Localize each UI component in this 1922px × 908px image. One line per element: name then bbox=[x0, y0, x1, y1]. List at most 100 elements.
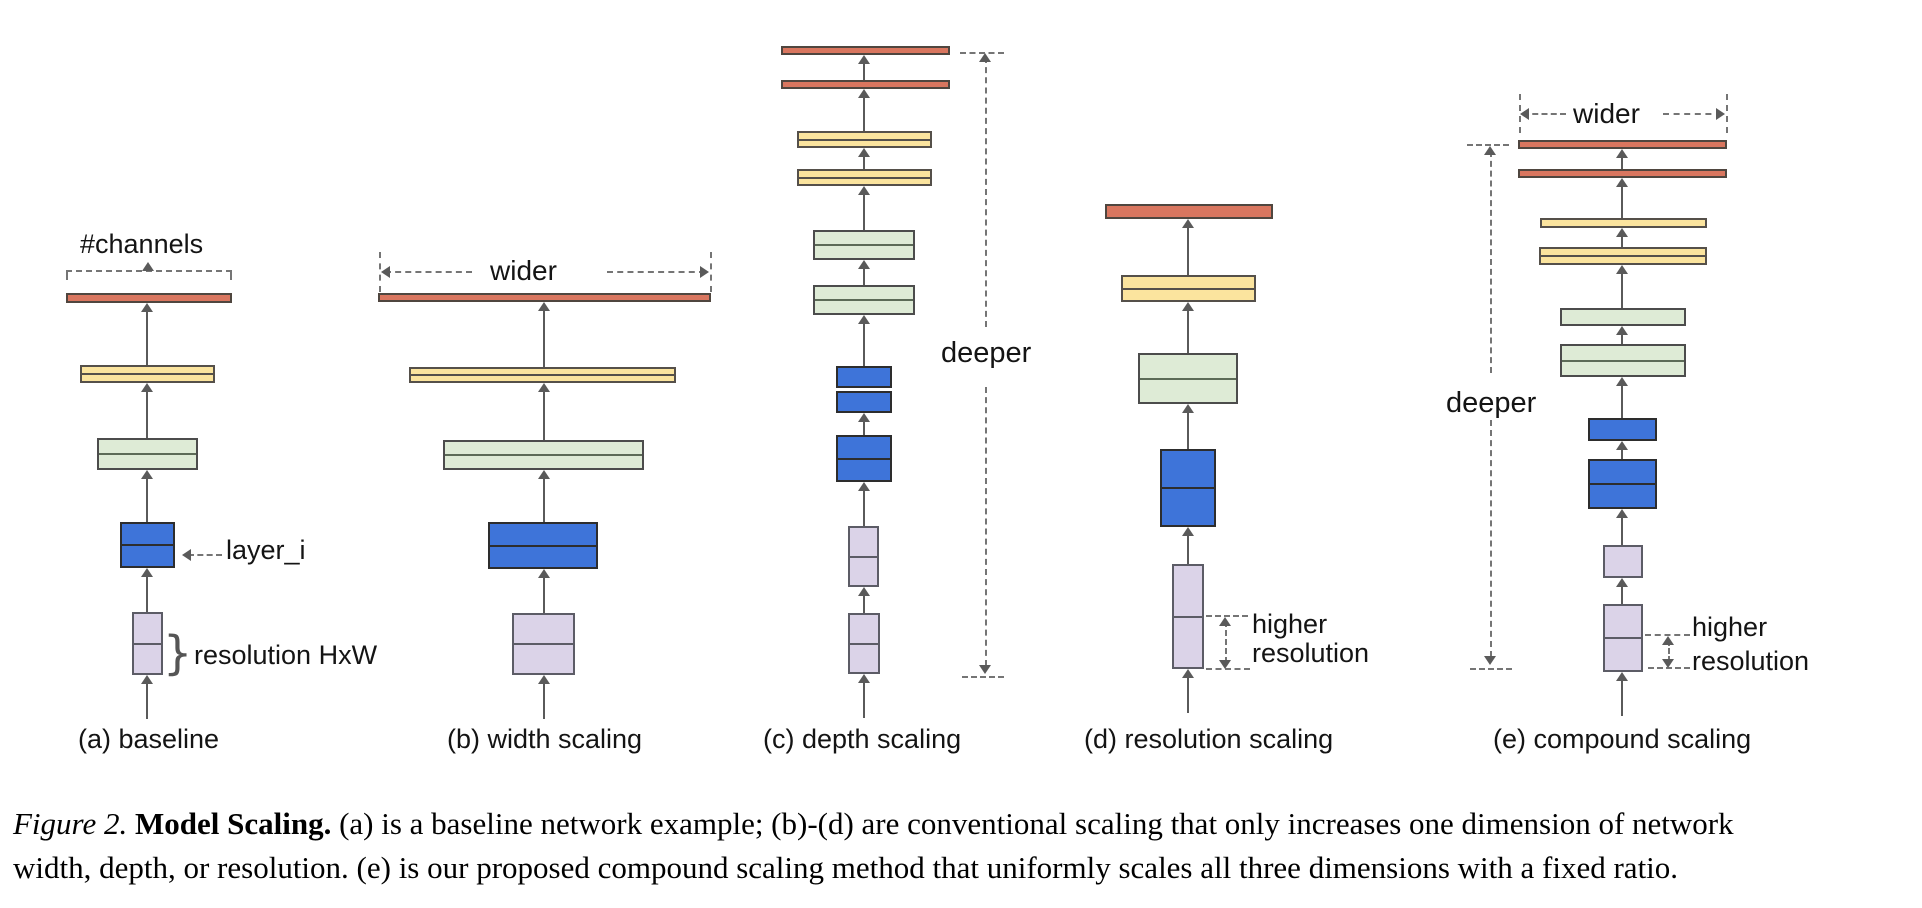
wider-label-e: wider bbox=[1573, 98, 1640, 129]
block-divider bbox=[1174, 615, 1202, 618]
arrowhead bbox=[1616, 149, 1628, 158]
layer-i-label: layer_i bbox=[226, 535, 306, 565]
arrowhead bbox=[1219, 617, 1231, 626]
arrowhead bbox=[1616, 178, 1628, 187]
block-green bbox=[813, 230, 915, 260]
block-blue bbox=[1588, 459, 1657, 509]
arrowhead bbox=[1616, 441, 1628, 450]
flow-arrow-line bbox=[863, 267, 865, 285]
dashed-line-h bbox=[1470, 668, 1512, 670]
block-divider bbox=[445, 454, 642, 456]
block-divider bbox=[1123, 287, 1254, 290]
arrowhead bbox=[142, 262, 154, 271]
bracket-tick bbox=[66, 271, 68, 280]
flow-arrow-line bbox=[863, 594, 865, 613]
arrowhead bbox=[1182, 219, 1194, 228]
dashed-line-h bbox=[66, 270, 232, 272]
flow-arrow-line bbox=[1187, 411, 1189, 449]
arrowhead bbox=[1662, 659, 1674, 668]
deeper-label-e: deeper bbox=[1446, 387, 1537, 419]
block-divider bbox=[838, 457, 890, 460]
flow-arrow-line bbox=[863, 193, 865, 230]
higher-resolution-label-d1: higher bbox=[1252, 609, 1328, 639]
flow-arrow-line bbox=[543, 309, 545, 367]
flow-arrow-line bbox=[1621, 448, 1623, 459]
block-green bbox=[813, 285, 915, 315]
flow-arrow-line bbox=[1621, 384, 1623, 418]
block-red bbox=[1105, 204, 1273, 219]
block-divider bbox=[1590, 483, 1655, 485]
dashed-line-h bbox=[1206, 615, 1248, 617]
flow-arrow-line bbox=[146, 310, 148, 365]
arrowhead bbox=[1182, 302, 1194, 311]
higher-resolution-label-e2: resolution bbox=[1692, 646, 1810, 676]
arrowhead bbox=[858, 55, 870, 64]
arrowhead bbox=[1616, 228, 1628, 237]
bracket-tick bbox=[230, 271, 232, 280]
block-divider bbox=[850, 555, 877, 558]
flow-arrow-line bbox=[1621, 679, 1623, 716]
block-divider bbox=[815, 299, 913, 301]
flow-arrow-line bbox=[1621, 585, 1623, 604]
block-blue bbox=[836, 366, 892, 388]
column-label-b: (b) width scaling bbox=[447, 724, 643, 754]
arrowhead bbox=[538, 302, 550, 311]
flow-arrow-line bbox=[1621, 235, 1623, 247]
dashed-line-h bbox=[1663, 113, 1722, 115]
arrowhead bbox=[858, 315, 870, 324]
arrowhead bbox=[1182, 669, 1194, 678]
arrowhead bbox=[381, 266, 390, 278]
block-purple bbox=[848, 526, 879, 587]
block-divider bbox=[490, 544, 596, 547]
arrowhead bbox=[538, 569, 550, 578]
block-blue bbox=[836, 435, 892, 482]
arrowhead bbox=[1219, 660, 1231, 669]
block-divider bbox=[134, 642, 161, 645]
block-divider bbox=[1605, 637, 1641, 639]
dashed-line-v bbox=[985, 57, 987, 327]
block-divider bbox=[82, 373, 213, 375]
arrowhead bbox=[1616, 672, 1628, 681]
block-green bbox=[443, 440, 644, 470]
block-red bbox=[378, 293, 711, 302]
arrowhead bbox=[858, 148, 870, 157]
channels-label: #channels bbox=[80, 229, 204, 259]
caption-body-line2: width, depth, or resolution. (e) is our … bbox=[13, 850, 1679, 885]
arrowhead bbox=[700, 266, 709, 278]
block-divider bbox=[850, 642, 878, 645]
flow-arrow-line bbox=[863, 96, 865, 131]
dashed-line-v bbox=[710, 252, 712, 292]
block-blue bbox=[836, 391, 892, 413]
block-green bbox=[1560, 344, 1686, 377]
flow-arrow-line bbox=[1621, 516, 1623, 545]
arrowhead bbox=[538, 675, 550, 684]
caption-body-line1: (a) is a baseline network example; (b)-(… bbox=[339, 806, 1734, 841]
arrowhead bbox=[858, 413, 870, 422]
block-yellow bbox=[409, 367, 676, 383]
arrowhead bbox=[538, 383, 550, 392]
resolution-hxw-label: resolution HxW bbox=[194, 640, 378, 670]
arrowhead bbox=[182, 549, 191, 561]
arrowhead bbox=[1616, 578, 1628, 587]
block-purple bbox=[1603, 545, 1643, 578]
block-yellow bbox=[1540, 218, 1707, 228]
flow-arrow-line bbox=[863, 155, 865, 169]
block-red bbox=[781, 80, 950, 89]
flow-arrow-line bbox=[146, 390, 148, 438]
arrowhead bbox=[979, 665, 991, 674]
block-divider bbox=[815, 244, 913, 246]
resolution-brace: } bbox=[163, 625, 193, 680]
flow-arrow-line bbox=[1187, 676, 1189, 713]
dashed-line-v bbox=[1490, 151, 1492, 373]
arrowhead bbox=[858, 260, 870, 269]
flow-arrow-line bbox=[1187, 309, 1189, 353]
arrowhead bbox=[1662, 636, 1674, 645]
arrowhead bbox=[858, 587, 870, 596]
column-label-d: (d) resolution scaling bbox=[1084, 724, 1334, 754]
block-green bbox=[1560, 308, 1686, 326]
flow-arrow-line bbox=[863, 322, 865, 366]
arrowhead bbox=[858, 186, 870, 195]
block-divider bbox=[122, 544, 173, 546]
block-blue bbox=[120, 522, 175, 568]
flow-arrow-line bbox=[1187, 534, 1189, 564]
